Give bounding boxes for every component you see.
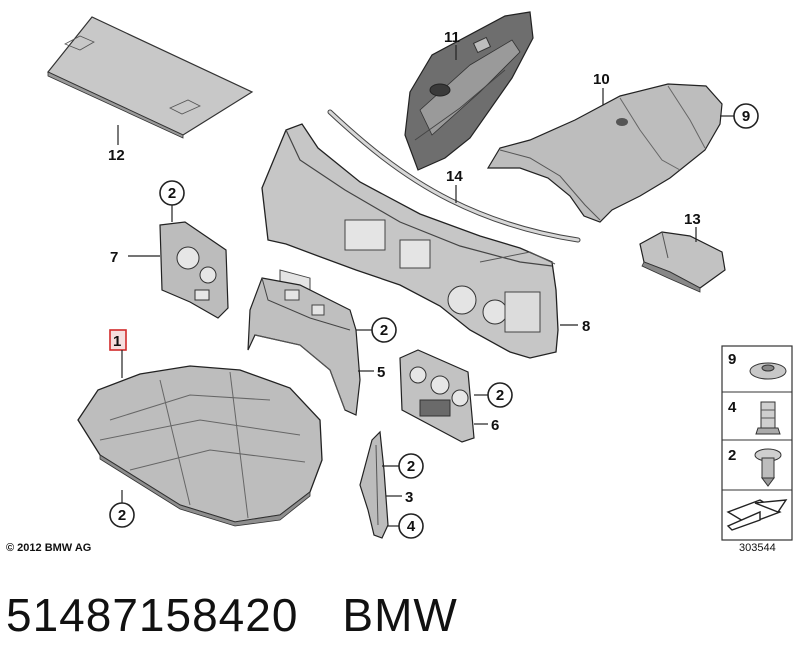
part-6-panel[interactable]	[399, 349, 475, 443]
part-5-side-panel[interactable]	[247, 277, 361, 416]
callout-1[interactable]: 1	[113, 333, 121, 350]
nut-icon	[755, 401, 781, 435]
part-11-soundproofing-panel[interactable]	[404, 11, 534, 171]
copyright-notice: © 2012 BMW AG	[6, 542, 92, 554]
part-7-insulation-panel[interactable]	[159, 221, 229, 319]
part-3-small-bracket[interactable]	[359, 430, 389, 539]
callout-9: 9	[742, 108, 750, 125]
callout-2-b: 2	[380, 322, 388, 339]
callout-14: 14	[446, 168, 463, 185]
callout-2-e: 2	[407, 458, 415, 475]
legend-number-2: 2	[728, 447, 736, 464]
clip-icon	[749, 362, 787, 380]
arrow-icon	[726, 499, 788, 531]
callout-1-highlight	[109, 329, 127, 351]
callout-2-c: 2	[496, 387, 504, 404]
parts-diagram: 12 11 10 9 14 13	[47, 11, 793, 541]
part-13-bracket[interactable]	[639, 231, 726, 293]
footer-caption: 51487158420 BMW	[6, 588, 458, 642]
part-number: 51487158420	[6, 589, 299, 641]
legend-number-9: 9	[728, 351, 736, 368]
callout-2-a: 2	[168, 185, 176, 202]
callout-4: 4	[407, 518, 416, 535]
callout-10: 10	[593, 71, 610, 88]
callout-12: 12	[108, 147, 125, 164]
callout-3: 3	[405, 489, 413, 506]
part-1-hood-insulation[interactable]	[77, 365, 323, 527]
callout-2-d: 2	[118, 507, 126, 524]
callout-5: 5	[377, 364, 385, 381]
part-8-bulkhead[interactable]	[261, 123, 559, 359]
push-rivet-icon	[754, 448, 782, 487]
legend-number-4: 4	[728, 399, 737, 416]
callout-7: 7	[110, 249, 118, 266]
callout-11: 11	[444, 29, 460, 46]
fastener-legend: 9 4 2	[721, 345, 793, 541]
brand-name: BMW	[342, 589, 458, 641]
callout-8: 8	[582, 318, 590, 335]
part-10-tunnel-insulation[interactable]	[486, 83, 723, 223]
part-12-insulation-mat[interactable]	[47, 16, 254, 139]
part-14-seal-strip[interactable]	[327, 109, 581, 243]
diagram-reference-number: 303544	[739, 542, 776, 554]
callout-6: 6	[491, 417, 499, 434]
callout-13: 13	[684, 211, 701, 228]
